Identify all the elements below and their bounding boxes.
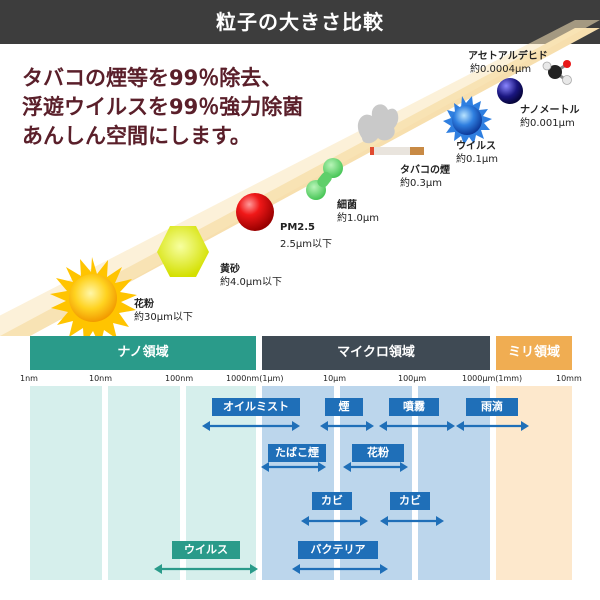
label-cigarette-smoke: たばこ煙 <box>268 444 326 462</box>
acetaldehyde-molecule-icon <box>542 60 572 85</box>
particle-size-tobacco: 約0.3μm <box>400 178 443 189</box>
particle-size-virus: 約0.1μm <box>456 154 499 165</box>
pm25-icon <box>236 193 274 231</box>
label-oil-mist: オイルミスト <box>212 398 300 416</box>
title-bar <box>0 0 600 44</box>
particle-name-pollen: 花粉 <box>134 299 154 310</box>
column-nano-1 <box>30 386 102 580</box>
tick-10mm: 10mm <box>556 374 582 383</box>
range-header-nano: ナノ領域 <box>30 336 256 370</box>
yellow-sand-icon <box>157 226 209 277</box>
label-virus: ウイルス <box>172 541 240 559</box>
label-pollen: 花粉 <box>352 444 404 462</box>
label-mold-1: カビ <box>312 492 352 510</box>
particle-size-bacteria: 約1.0μm <box>337 213 380 224</box>
tick-10nm: 10nm <box>89 374 113 383</box>
pollen-icon <box>50 257 137 336</box>
page-title: 粒子の大きさ比較 <box>216 10 384 34</box>
tick-100nm: 100nm <box>165 374 194 383</box>
particle-size-nanometer: 約0.001μm <box>520 118 575 129</box>
label-spray: 噴霧 <box>389 398 439 416</box>
particle-name-yellow-sand: 黄砂 <box>220 264 240 275</box>
column-milli <box>496 386 572 580</box>
tick-1000nm: 1000nm(1μm) <box>226 374 284 383</box>
column-nano-2 <box>108 386 180 580</box>
particle-name-pm25: PM2.5 <box>280 222 315 233</box>
headline-line-2: 浮遊ウイルスを99％強力除菌 <box>22 95 304 119</box>
label-raindrop: 雨滴 <box>466 398 518 416</box>
particle-name-acetaldehyde: アセトアルデヒド <box>468 51 548 62</box>
tick-100um: 100μm <box>398 374 427 383</box>
tick-10um: 10μm <box>323 374 347 383</box>
label-mold-2: カビ <box>390 492 430 510</box>
particle-size-pollen: 約30μm以下 <box>134 312 193 323</box>
range-header-milli: ミリ領域 <box>496 336 572 370</box>
particle-name-virus: ウイルス <box>456 141 496 152</box>
tick-1nm: 1nm <box>20 374 38 383</box>
label-smoke: 煙 <box>325 398 363 416</box>
particle-name-bacteria: 細菌 <box>337 200 357 211</box>
column-micro-3 <box>418 386 490 580</box>
virus-icon <box>443 96 492 145</box>
nanometer-icon <box>497 78 523 104</box>
particle-illustration <box>0 20 600 336</box>
bacteria-icon <box>306 158 343 200</box>
particle-name-nanometer: ナノメートル <box>520 105 580 116</box>
headline-line-1: タバコの煙等を99％除去、 <box>22 66 283 90</box>
tick-1000um: 1000μm(1mm) <box>462 374 523 383</box>
particle-name-tobacco: タバコの煙 <box>400 165 450 176</box>
label-bacteria: バクテリア <box>298 541 378 559</box>
cigarette-icon <box>357 104 424 155</box>
range-header-micro: マイクロ領域 <box>262 336 490 370</box>
particle-size-acetaldehyde: 約0.0004μm <box>470 64 532 75</box>
particle-size-pm25: 2.5μm以下 <box>280 239 333 250</box>
particle-size-yellow-sand: 約4.0μm以下 <box>220 277 283 288</box>
headline-line-3: あんしん空間にします。 <box>22 124 251 148</box>
